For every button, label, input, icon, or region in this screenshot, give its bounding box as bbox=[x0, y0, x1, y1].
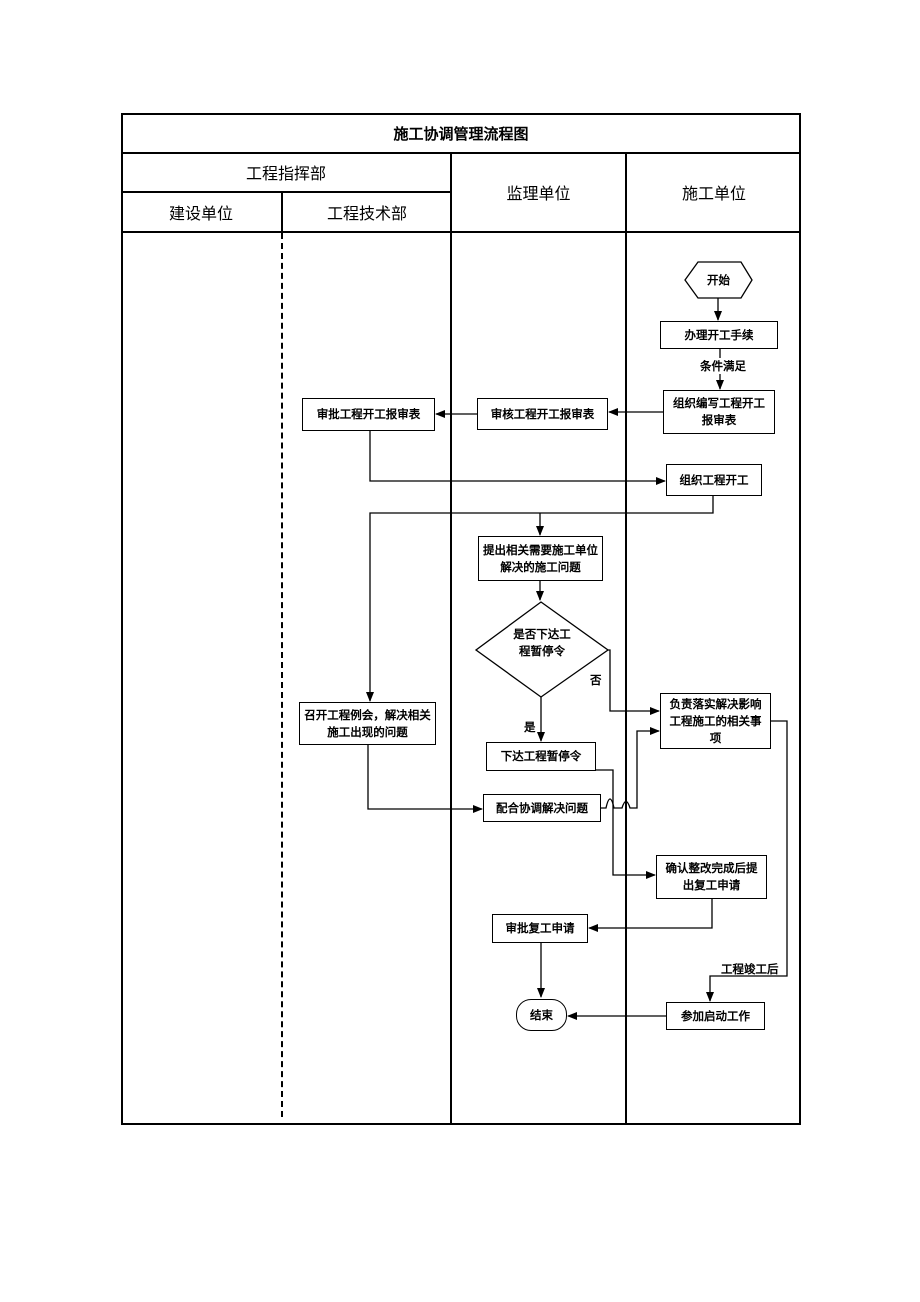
header-hq: 工程指挥部 bbox=[245, 164, 326, 183]
coordinate-box: 配合协调解决问题 bbox=[483, 794, 601, 822]
end-node: 结束 bbox=[516, 999, 567, 1031]
completion-label: 工程竣工后 bbox=[721, 962, 779, 976]
lane-divider-dashed bbox=[281, 233, 283, 1117]
yes-label: 是 bbox=[524, 720, 536, 734]
diagram-frame bbox=[121, 113, 801, 1125]
raise-issues-box: 提出相关需要施工单位解决的施工问题 bbox=[478, 536, 603, 581]
startup-box: 参加启动工作 bbox=[666, 1002, 765, 1030]
decision-label: 是否下达工程暂停令 bbox=[513, 627, 571, 658]
title-divider bbox=[121, 152, 801, 154]
review-report-box: 审核工程开工报审表 bbox=[477, 398, 608, 430]
conditions-label: 条件满足 bbox=[700, 358, 746, 374]
issue-stop-box: 下达工程暂停令 bbox=[486, 742, 596, 771]
header-divider bbox=[121, 231, 801, 233]
lane-divider-supervisor bbox=[450, 152, 452, 1124]
no-label: 否 bbox=[590, 673, 602, 687]
organize-start-box: 组织工程开工 bbox=[666, 464, 762, 496]
start-node-label: 开始 bbox=[707, 273, 730, 287]
meeting-box: 召开工程例会，解决相关施工出现的问题 bbox=[299, 702, 436, 745]
hq-divider bbox=[121, 191, 451, 193]
lane-divider-owner-tech bbox=[281, 191, 283, 231]
approve-report-box: 审批工程开工报审表 bbox=[302, 398, 435, 431]
lane-divider-contractor bbox=[625, 152, 627, 1124]
procedures-box: 办理开工手续 bbox=[660, 321, 778, 349]
approve-resume-box: 审批复工申请 bbox=[492, 914, 588, 943]
header-contractor: 施工单位 bbox=[681, 184, 746, 203]
prepare-report-box: 组织编写工程开工报审表 bbox=[663, 390, 775, 434]
confirm-box: 确认整改完成后提出复工申请 bbox=[656, 855, 767, 899]
start-hexagon bbox=[684, 261, 753, 299]
implement-box: 负责落实解决影响工程施工的相关事项 bbox=[660, 693, 771, 749]
header-tech: 工程技术部 bbox=[326, 204, 407, 223]
header-supervisor: 监理单位 bbox=[506, 184, 571, 203]
header-owner: 建设单位 bbox=[168, 204, 233, 223]
page-title: 施工协调管理流程图 bbox=[393, 124, 529, 143]
